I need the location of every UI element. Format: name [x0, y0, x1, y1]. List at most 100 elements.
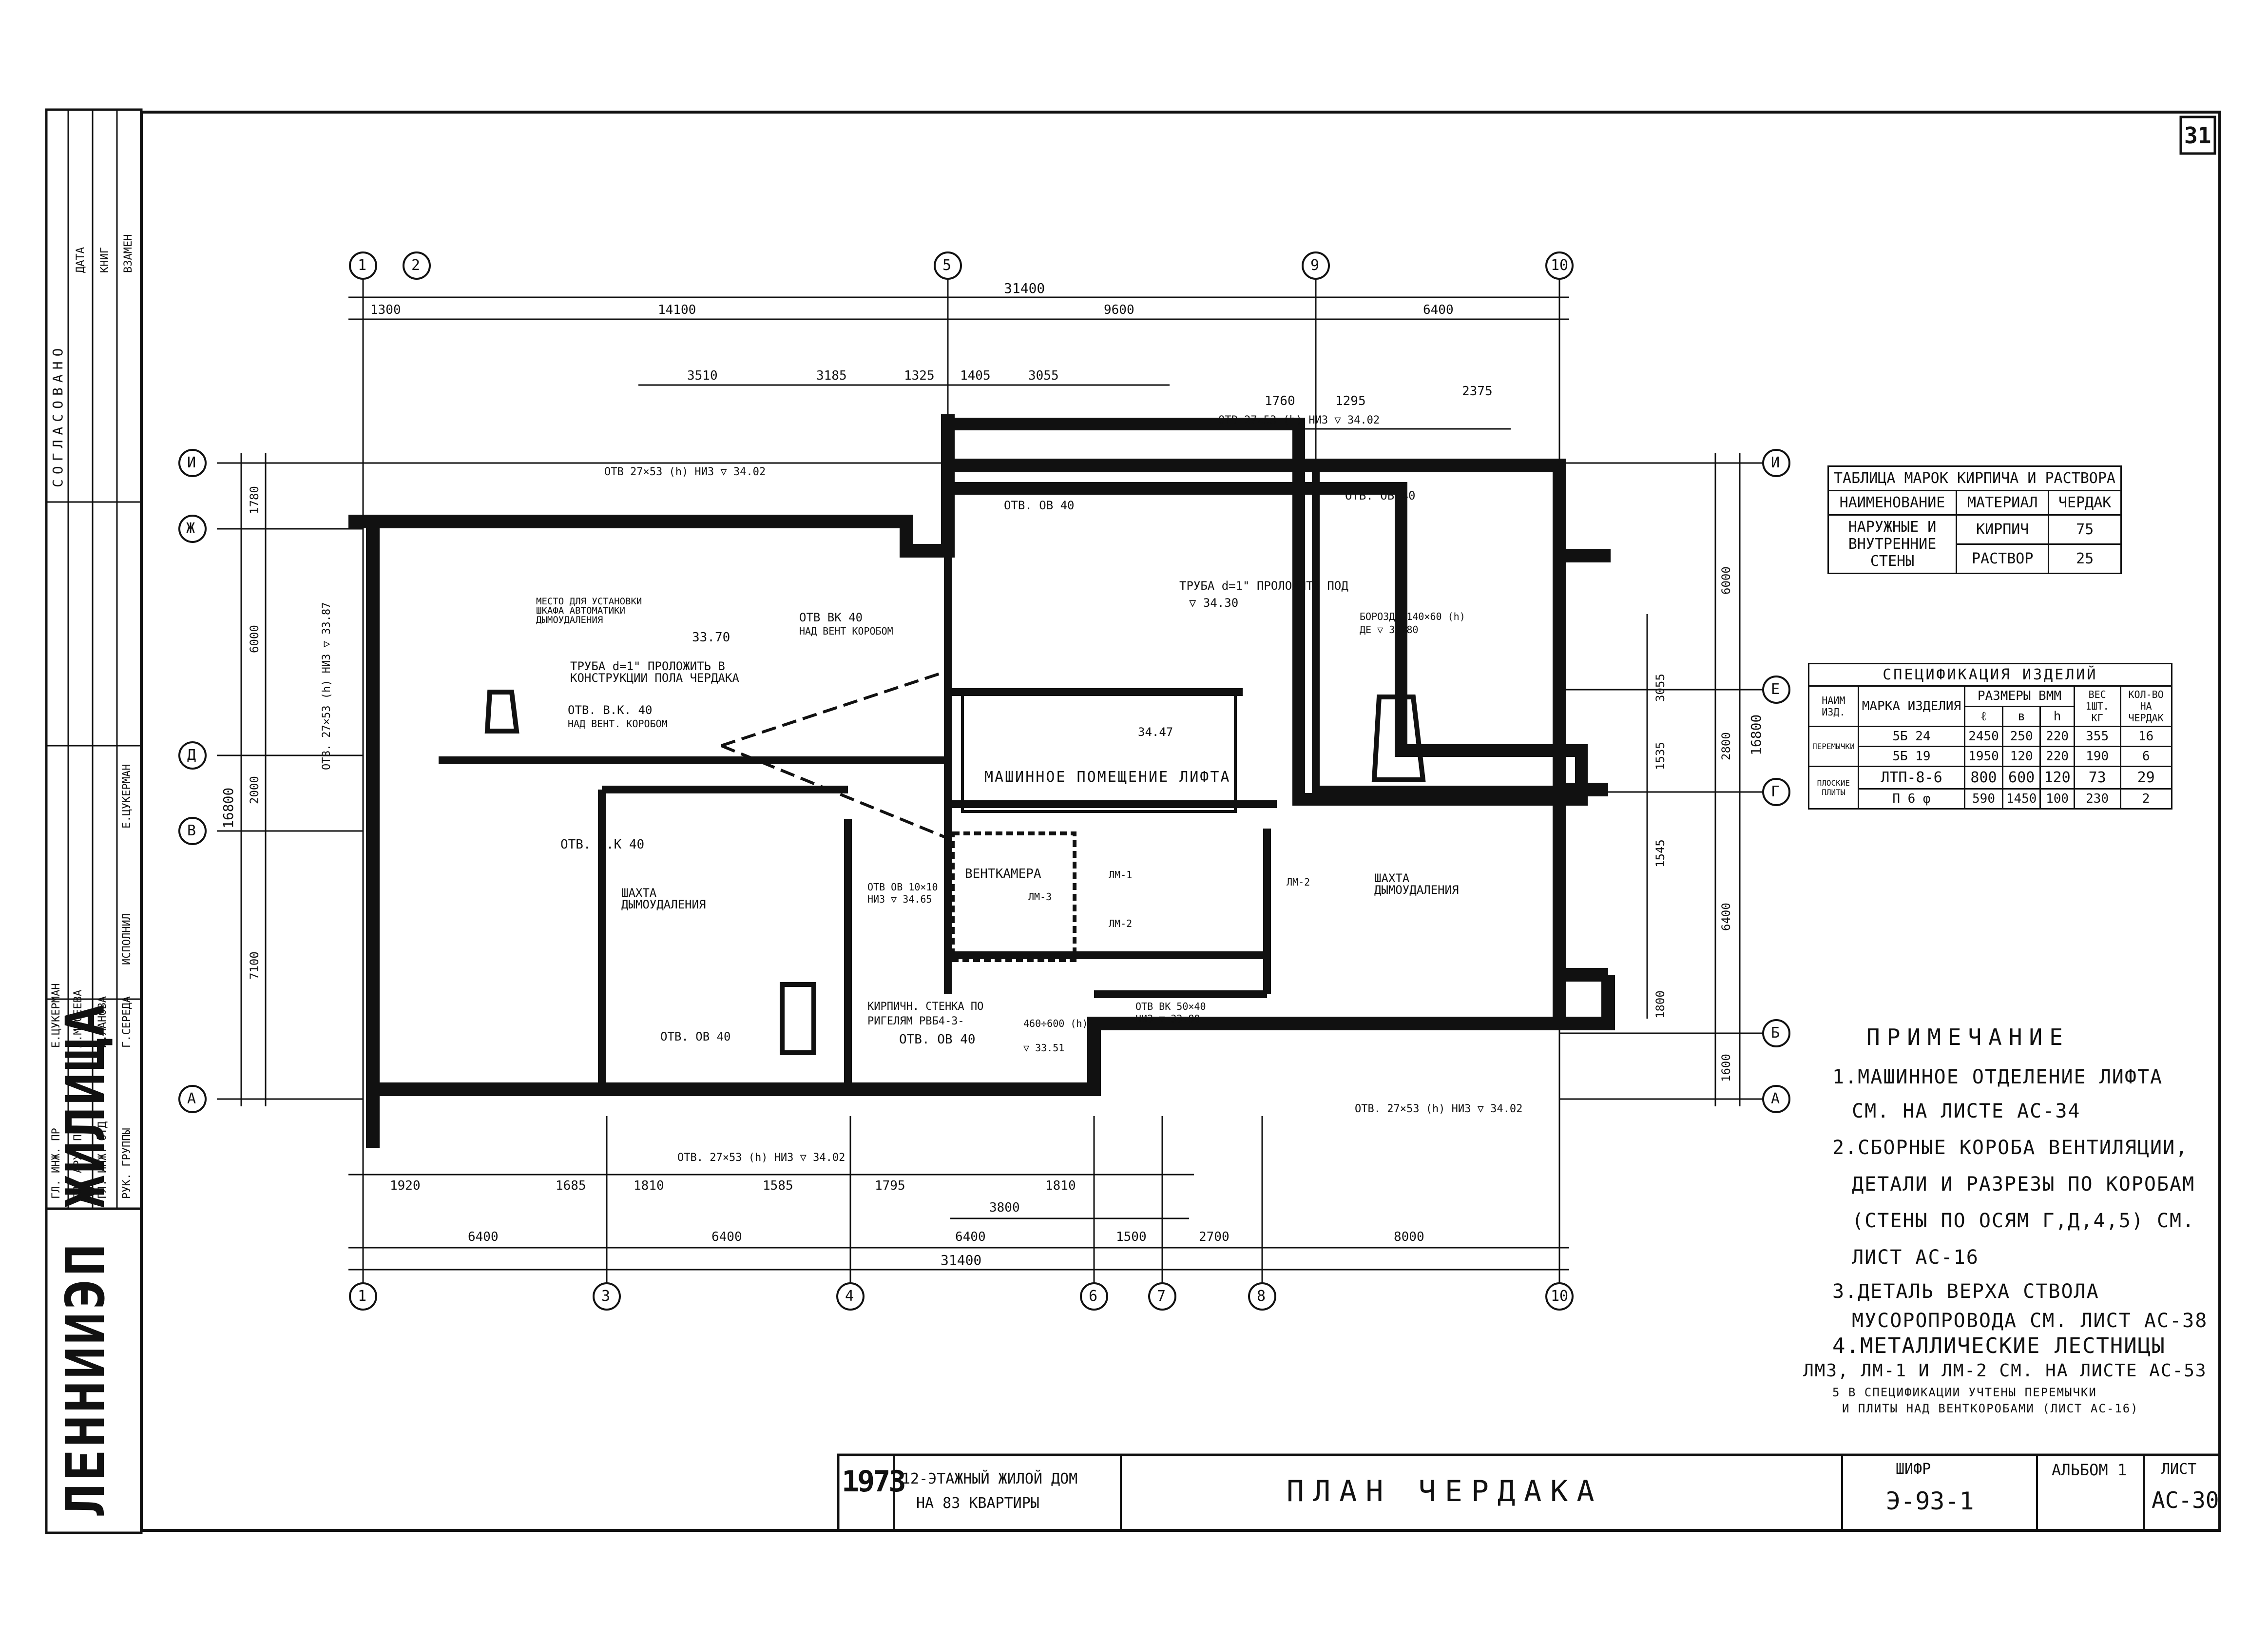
axis-lines [217, 278, 1764, 1287]
dim-top-1300: 1300 [370, 303, 401, 317]
label-level-3370: 33.70 [692, 630, 730, 645]
spec-cell: 6 [2119, 746, 2172, 767]
dim-bot-1920: 1920 [390, 1178, 421, 1193]
dim-top-overall: 31400 [1004, 280, 1045, 296]
axis-left-d: Д [187, 747, 196, 764]
label-lm2: ЛМ-2 [1109, 918, 1133, 929]
axis-right-i: И [1771, 454, 1780, 471]
stamp-strip [45, 108, 143, 1534]
axis-bottom-7: 7 [1157, 1288, 1166, 1305]
dim-right-1535: 1535 [1653, 742, 1667, 770]
notes-title: ПРИМЕЧАНИЕ [1866, 1024, 2070, 1050]
spec-cell: 2450 [1964, 726, 2003, 747]
spec-subheader: ℓ [1964, 705, 2003, 727]
machine-room [961, 693, 1237, 813]
dim-bot-1810b: 1810 [1045, 1178, 1076, 1193]
spec-subheader: в [2001, 705, 2041, 727]
note-line: СМ. НА ЛИСТЕ АС-34 [1852, 1100, 2081, 1122]
dim-bot-3800: 3800 [989, 1200, 1020, 1215]
note-line: 4.МЕТАЛЛИЧЕСКИЕ ЛЕСТНИЦЫ [1832, 1333, 2166, 1358]
spec-cell: 220 [2039, 746, 2075, 767]
spec-cell: 250 [2001, 726, 2041, 747]
approval-header: СОГЛАСОВАНО [50, 343, 66, 487]
dim-top-1760: 1760 [1265, 394, 1295, 408]
brick-table: ТАБЛИЦА МАРОК КИРПИЧА И РАСТВОРА НАИМЕНО… [1827, 465, 2122, 574]
dim-bot-1585: 1585 [763, 1178, 793, 1193]
cipher-label: ШИФР [1896, 1461, 1931, 1478]
dim-right-overall: 16800 [1748, 714, 1764, 755]
dim-top-1325: 1325 [904, 368, 935, 383]
spec-cell: 1450 [2001, 788, 2041, 810]
approval-col-books: КНИГ [99, 247, 111, 273]
label-otv-ov10-level: НИЗ ▽ 34.65 [867, 893, 932, 905]
dim-bot-6400c: 6400 [955, 1230, 986, 1244]
brick-header-material: МАТЕРИАЛ [1955, 490, 2050, 516]
list-label: ЛИСТ [2161, 1461, 2197, 1478]
brick-table-title: ТАБЛИЦА МАРОК КИРПИЧА И РАСТВОРА [1827, 465, 2122, 491]
dim-right-6000: 6000 [1719, 566, 1733, 595]
dim-bot-1685: 1685 [556, 1178, 586, 1193]
title-project-2: НА 83 КВАРТИРЫ [916, 1495, 1039, 1512]
stamp-row: ГЛ. ИНЖ. ПР [50, 1128, 62, 1199]
dim-bot-6400b: 6400 [711, 1230, 742, 1244]
label-level-3430: ▽ 34.30 [1189, 596, 1239, 610]
pipe-line [720, 744, 949, 840]
brick-cell: 75 [2048, 514, 2122, 545]
note-line: 2.СБОРНЫЕ КОРОБА ВЕНТИЛЯЦИИ, [1832, 1137, 2189, 1159]
dim-bot-8000: 8000 [1394, 1230, 1424, 1244]
dim-bot-1500: 1500 [1116, 1230, 1147, 1244]
axis-right-b: Б [1771, 1024, 1780, 1042]
interior-walls [439, 468, 1559, 1089]
approval-col-replace: ВЗАМЕН [122, 234, 135, 273]
label-otv-vk40-a: ОТВ ВК 40 [799, 611, 863, 624]
note-line: 1.МАШИННОЕ ОТДЕЛЕНИЕ ЛИФТА [1832, 1066, 2163, 1088]
spec-header: КОЛ-ВО НА ЧЕРДАК [2119, 685, 2172, 727]
brick-cell: РАСТВОР [1955, 543, 2050, 574]
label-lm2b: ЛМ-2 [1287, 876, 1310, 888]
spec-group: ПЛОСКИЕ ПЛИТЫ [1808, 766, 1859, 810]
spec-cell: 100 [2039, 788, 2075, 810]
label-pipe-note2: ТРУБА d=1" ПРОЛОЖИТЬ ПОД [1179, 579, 1348, 593]
dim-top-1405: 1405 [960, 368, 991, 383]
dim-right-2800: 2800 [1719, 732, 1733, 760]
brick-row-name: НАРУЖНЫЕ И ВНУТРЕННИЕ СТЕНЫ [1827, 514, 1957, 574]
dimension-lines [240, 296, 1741, 1271]
spec-subheader: h [2039, 705, 2075, 727]
axis-top-10: 10 [1551, 257, 1569, 274]
sheet-title: ПЛАН ЧЕРДАКА [1287, 1474, 1603, 1508]
dim-bot-1795: 1795 [875, 1178, 905, 1193]
stamp-name: А.МАСЕЕВА [72, 989, 84, 1048]
spec-cell: 16 [2119, 726, 2172, 747]
label-otv-top-right: ОТВ 27×53 (h) НИЗ ▽ 34.02 [1218, 414, 1380, 426]
page-number-box [2179, 116, 2216, 155]
spec-group: ПЕРЕМЫЧКИ [1808, 726, 1859, 767]
org-name: ЛЕННИИЭП ЖИЛИЩА [54, 1002, 116, 1516]
label-otv-vk40-b2: НАД ВЕНТ. КОРОБОМ [568, 718, 668, 730]
dim-top-3185: 3185 [816, 368, 847, 383]
label-otv-vk50-level: НИЗ ▽ 33.80 [1135, 1013, 1200, 1024]
spec-header: РАЗМЕРЫ ВММ [1964, 685, 2075, 707]
note-line: ДЕТАЛИ И РАЗРЕЗЫ ПО КОРОБАМ [1852, 1173, 2195, 1196]
stamp-name: Г.СЕРЕДА [121, 996, 133, 1048]
label-brick-wall: КИРПИЧН. СТЕНКА ПО [867, 1001, 984, 1013]
shaft-left [780, 982, 816, 1055]
axis-top-2: 2 [411, 257, 421, 274]
stamp-name: И.ЛАНОВА [96, 996, 109, 1048]
label-machine-room: МАШИННОЕ ПОМЕЩЕНИЕ ЛИФТА [984, 769, 1231, 786]
label-otv-bottom-b: ОТВ. 27×53 (h) НИЗ ▽ 34.02 [1355, 1103, 1523, 1115]
dim-left-2000: 2000 [248, 776, 261, 804]
note-line: 3.ДЕТАЛЬ ВЕРХА СТВОЛА [1832, 1280, 2099, 1303]
dim-top-6400: 6400 [1423, 303, 1454, 317]
axis-bubbles [178, 251, 1790, 1311]
axis-left-v: В [187, 822, 196, 839]
label-otv-27-vert: ОТВ. 27×53 (h) НИЗ ▽ 33.87 [321, 602, 333, 770]
note-line: И ПЛИТЫ НАД ВЕНТКОРОБАМИ (ЛИСТ АС-16) [1842, 1402, 2139, 1415]
label-otv-ov40-d: ОТВ. ОВ 40 [660, 1030, 731, 1043]
axis-top-5: 5 [942, 257, 952, 274]
axis-left-a: А [187, 1090, 196, 1107]
note-line: (СТЕНЫ ПО ОСЯМ Г,Д,4,5) СМ. [1852, 1210, 2195, 1232]
axis-left-zh: Ж [186, 520, 195, 537]
note-line: 5 В СПЕЦИФИКАЦИИ УЧТЕНЫ ПЕРЕМЫЧКИ [1832, 1386, 2097, 1399]
title-project-1: 12-ЭТАЖНЫЙ ЖИЛОЙ ДОМ [902, 1470, 1078, 1487]
